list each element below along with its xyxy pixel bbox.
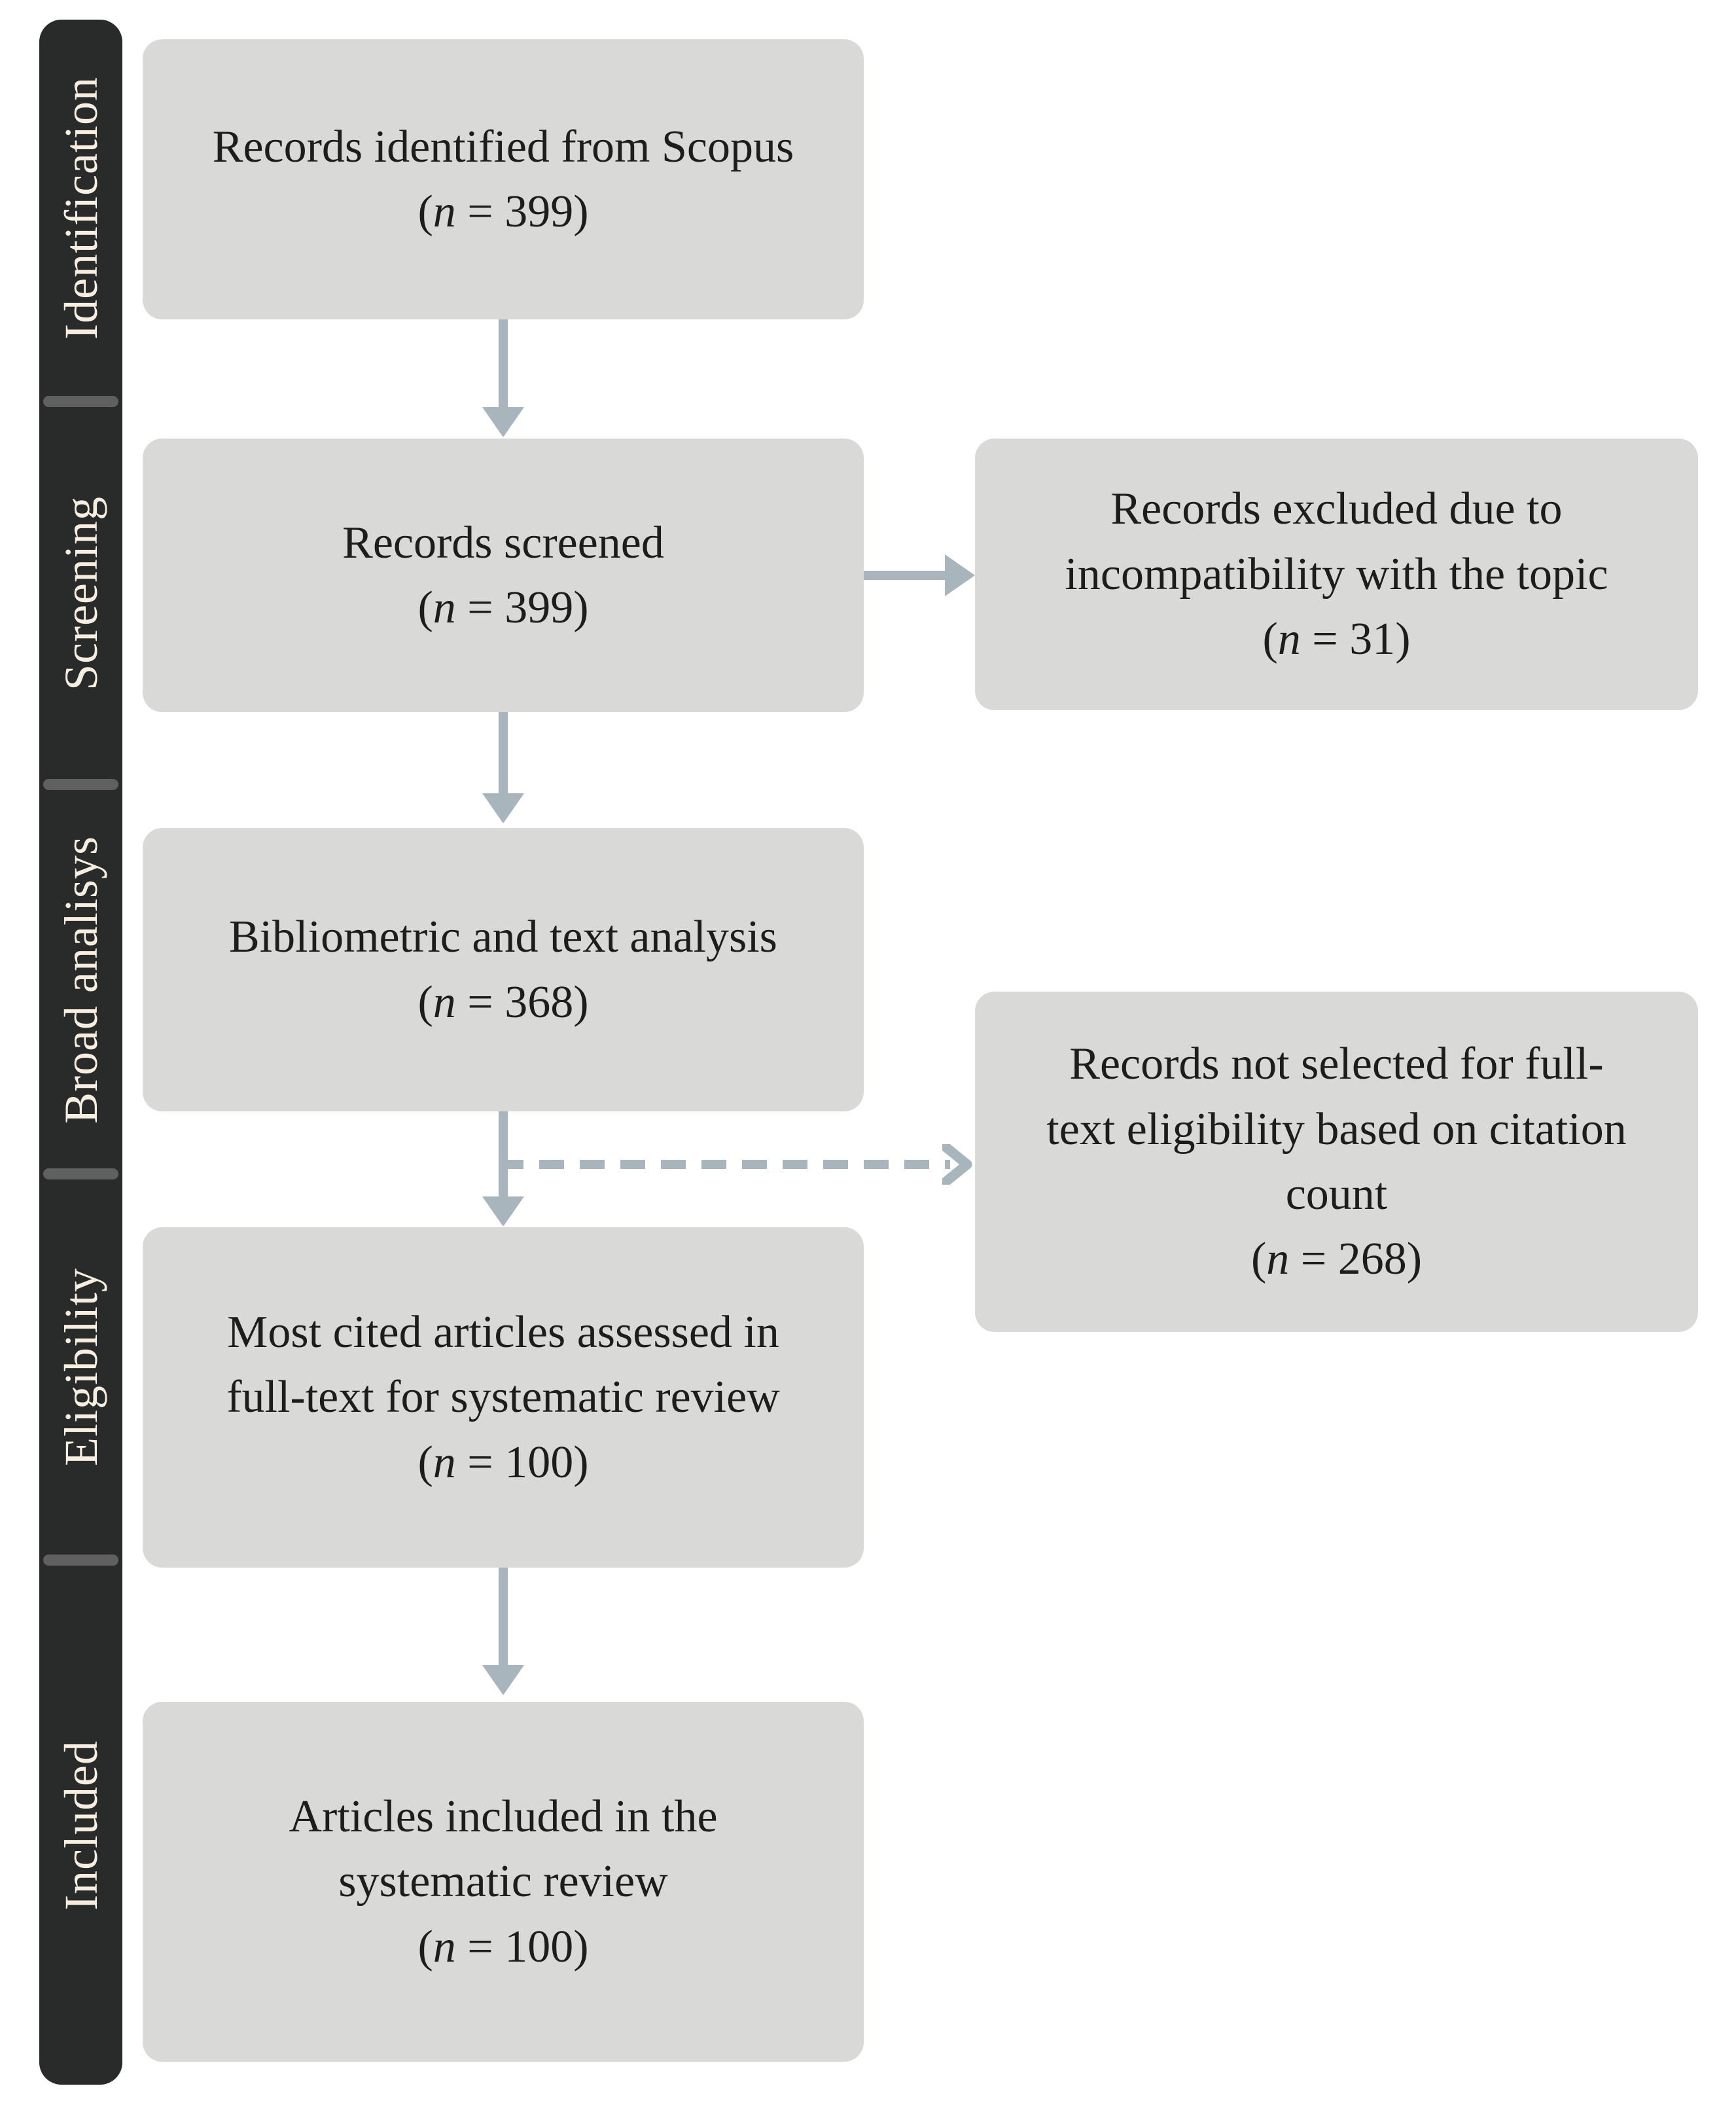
node-count: (n = 100) <box>417 1921 589 1972</box>
node-records-screened-text: Records screened (n = 399) <box>165 511 841 641</box>
node-records-screened: Records screened (n = 399) <box>143 439 864 712</box>
stage-divider-2 <box>43 779 118 790</box>
stage-divider-3 <box>43 1168 118 1179</box>
edge-bibliometric-to-not-selected-arrowhead <box>941 1142 972 1187</box>
node-line: Bibliometric and text analysis <box>229 912 777 963</box>
node-line: systematic review <box>338 1856 668 1907</box>
edge-identified-to-screened-shaft <box>499 319 508 411</box>
node-records-identified: Records identified from Scopus (n = 399) <box>143 39 864 319</box>
node-line: Articles included in the <box>289 1791 718 1842</box>
node-count: (n = 31) <box>1262 614 1411 665</box>
stage-divider-1 <box>43 396 118 407</box>
edge-screened-to-excluded-shaft <box>864 571 948 580</box>
stage-label-included: Included <box>54 1740 107 1911</box>
node-records-not-selected: Records not selected for full- text elig… <box>975 992 1698 1332</box>
edge-screened-to-bibliometric-arrowhead <box>482 793 524 823</box>
node-articles-included-text: Articles included in the systematic revi… <box>165 1784 841 1979</box>
stage-segment-included: Included <box>39 1566 122 2085</box>
edge-bibliometric-to-not-selected-shaft <box>499 1160 950 1169</box>
node-count: (n = 268) <box>1250 1234 1423 1285</box>
node-line: Records identified from Scopus <box>212 121 794 172</box>
edge-screened-to-bibliometric-shaft <box>499 712 508 797</box>
node-records-not-selected-text: Records not selected for full- text elig… <box>997 1032 1676 1292</box>
edge-bibliometric-to-most-cited-arrowhead <box>482 1196 524 1227</box>
stage-label-broad-analisys: Broad analisys <box>54 835 107 1124</box>
node-bibliometric-analysis: Bibliometric and text analysis (n = 368) <box>143 828 864 1111</box>
node-line: text eligibility based on citation <box>1046 1104 1627 1155</box>
stage-divider-4 <box>43 1555 118 1566</box>
edge-most-cited-to-included-arrowhead <box>482 1665 524 1695</box>
node-line: incompatibility with the topic <box>1065 548 1608 600</box>
edge-identified-to-screened-arrowhead <box>482 407 524 437</box>
node-most-cited-articles: Most cited articles assessed in full-tex… <box>143 1227 864 1568</box>
node-line: count <box>1285 1169 1388 1219</box>
stage-segment-identification: Identification <box>39 20 122 396</box>
node-records-identified-text: Records identified from Scopus (n = 399) <box>165 115 841 245</box>
stage-segment-eligibility: Eligibility <box>39 1179 122 1555</box>
node-most-cited-articles-text: Most cited articles assessed in full-tex… <box>165 1300 841 1495</box>
node-line: Records excluded due to <box>1110 484 1563 535</box>
stage-label-identification: Identification <box>54 76 107 340</box>
stage-label-screening: Screening <box>54 495 107 691</box>
node-count: (n = 399) <box>417 583 589 633</box>
node-records-excluded-topic: Records excluded due to incompatibility … <box>975 439 1698 710</box>
stage-rail: Identification Screening Broad analisys … <box>39 20 122 2085</box>
node-count: (n = 368) <box>417 977 589 1028</box>
edge-screened-to-excluded-arrowhead <box>945 554 975 596</box>
stage-segment-screening: Screening <box>39 407 122 779</box>
node-bibliometric-analysis-text: Bibliometric and text analysis (n = 368) <box>165 905 841 1035</box>
node-line: full-text for systematic review <box>226 1372 780 1423</box>
node-count: (n = 399) <box>417 187 589 237</box>
node-articles-included: Articles included in the systematic revi… <box>143 1702 864 2062</box>
edge-most-cited-to-included-shaft <box>499 1568 508 1669</box>
node-line: Records screened <box>342 517 664 568</box>
node-line: Most cited articles assessed in <box>227 1306 779 1357</box>
stage-label-eligibility: Eligibility <box>54 1267 107 1466</box>
node-count: (n = 100) <box>417 1437 589 1488</box>
node-records-excluded-topic-text: Records excluded due to incompatibility … <box>997 476 1676 672</box>
node-line: Records not selected for full- <box>1069 1039 1604 1090</box>
stage-segment-broad-analisys: Broad analisys <box>39 791 122 1168</box>
